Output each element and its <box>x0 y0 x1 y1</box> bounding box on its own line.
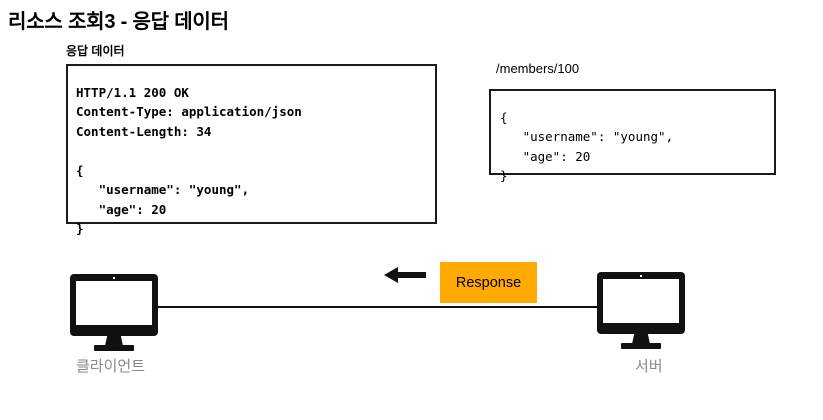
page-title: 리소스 조회3 - 응답 데이터 <box>8 11 229 33</box>
server-monitor-icon <box>597 272 685 350</box>
monitor-camera-dot <box>640 275 642 277</box>
resource-path-label: /members/100 <box>496 61 580 76</box>
response-flow-badge: Response <box>440 262 537 303</box>
monitor-screen <box>76 281 152 325</box>
response-data-body: HTTP/1.1 200 OK Content-Type: applicatio… <box>76 84 302 237</box>
resource-json-body: { "username": "young", "age": 20 } <box>500 109 674 184</box>
resource-json-box: { "username": "young", "age": 20 } <box>489 89 776 183</box>
response-flow-badge-label: Response <box>455 274 522 291</box>
monitor-stand-neck <box>105 336 123 346</box>
response-arrow-left-icon <box>384 267 426 283</box>
server-label: 서버 <box>635 358 663 375</box>
response-data-box: HTTP/1.1 200 OK Content-Type: applicatio… <box>66 64 437 236</box>
client-label: 클라이언트 <box>76 358 146 375</box>
connection-line <box>155 306 600 308</box>
monitor-stand-base <box>94 345 134 351</box>
monitor-stand-neck <box>632 334 650 344</box>
monitor-camera-dot <box>113 277 115 279</box>
client-monitor-icon <box>70 274 158 352</box>
monitor-screen <box>603 279 679 323</box>
monitor-stand-base <box>621 343 661 349</box>
response-data-label: 응답 데이터 <box>66 44 125 58</box>
